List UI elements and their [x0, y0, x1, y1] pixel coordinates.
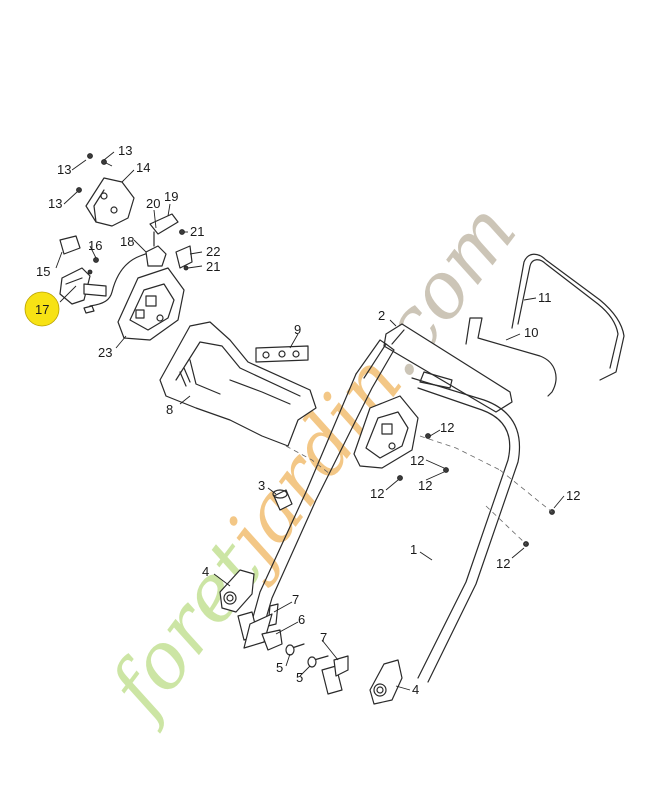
callout-6[interactable]: 6	[298, 612, 305, 627]
callout-21-a[interactable]: 21	[190, 224, 204, 239]
rod-10	[465, 317, 557, 397]
leader-lines	[55, 151, 565, 691]
callout-15[interactable]: 15	[36, 264, 50, 279]
callout-14[interactable]: 14	[136, 160, 150, 175]
lever-shaft	[83, 283, 107, 297]
callout-8[interactable]: 8	[166, 402, 173, 417]
callout-21-b[interactable]: 21	[206, 259, 220, 274]
callout-12-b[interactable]: 12	[410, 453, 424, 468]
clip-6	[261, 629, 283, 651]
callout-16[interactable]: 16	[88, 238, 102, 253]
callout-13-b[interactable]: 13	[118, 143, 132, 158]
screws-13	[76, 153, 107, 193]
callout-12-d[interactable]: 12	[418, 478, 432, 493]
parts-18-22	[145, 213, 193, 271]
bail-11-inner	[517, 259, 619, 369]
callout-4-b[interactable]: 4	[412, 682, 419, 697]
bracket-7-right	[321, 655, 349, 695]
bushing-3	[272, 489, 293, 511]
housing-23	[117, 267, 185, 341]
callout-5-a[interactable]: 5	[276, 660, 283, 675]
bracket-7-left	[237, 603, 279, 649]
callout-19[interactable]: 19	[164, 189, 178, 204]
bracket-14	[85, 177, 135, 227]
knob-4-left	[219, 569, 255, 613]
cable-end	[83, 305, 95, 314]
callout-13-c[interactable]: 13	[48, 196, 62, 211]
callout-12-a[interactable]: 12	[440, 420, 454, 435]
callout-12-c[interactable]: 12	[370, 486, 384, 501]
callout-2[interactable]: 2	[378, 308, 385, 323]
cover-8	[159, 321, 317, 447]
callout-17-highlight[interactable]	[24, 291, 60, 327]
callout-9[interactable]: 9	[294, 322, 301, 337]
label-9	[255, 345, 309, 363]
callout-1[interactable]: 1	[410, 542, 417, 557]
callout-7-b[interactable]: 7	[320, 630, 327, 645]
bail-11	[511, 253, 625, 381]
callout-22[interactable]: 22	[206, 244, 220, 259]
cable	[89, 249, 157, 307]
callout-3[interactable]: 3	[258, 478, 265, 493]
alignment-line-2	[499, 469, 553, 513]
watermark-text: foretjardin.com	[90, 188, 534, 736]
callout-13-a[interactable]: 13	[57, 162, 71, 177]
callout-10[interactable]: 10	[524, 325, 538, 340]
alignment-line-3	[485, 505, 527, 545]
alignment-line-1	[419, 435, 501, 471]
screws-12	[397, 433, 555, 547]
knob-4-right	[369, 659, 403, 705]
callout-12-f[interactable]: 12	[496, 556, 510, 571]
bolts-5	[285, 643, 329, 668]
lever-15	[59, 235, 99, 275]
callout-4-a[interactable]: 4	[202, 564, 209, 579]
housing-center	[353, 395, 419, 469]
callout-20[interactable]: 20	[146, 196, 160, 211]
callout-17[interactable]: 17	[35, 302, 49, 317]
watermark: foretjardin.com	[90, 188, 534, 736]
callout-11[interactable]: 11	[538, 290, 552, 305]
handle-1	[411, 371, 521, 683]
callouts: 13 13 13 14 19 20 21 18 16 22 21 15 17 2…	[35, 143, 580, 697]
alignment-line-4	[285, 445, 331, 475]
callout-23[interactable]: 23	[98, 345, 112, 360]
callout-7-a[interactable]: 7	[292, 592, 299, 607]
callout-5-b[interactable]: 5	[296, 670, 303, 685]
callout-12-e[interactable]: 12	[566, 488, 580, 503]
callout-18[interactable]: 18	[120, 234, 134, 249]
